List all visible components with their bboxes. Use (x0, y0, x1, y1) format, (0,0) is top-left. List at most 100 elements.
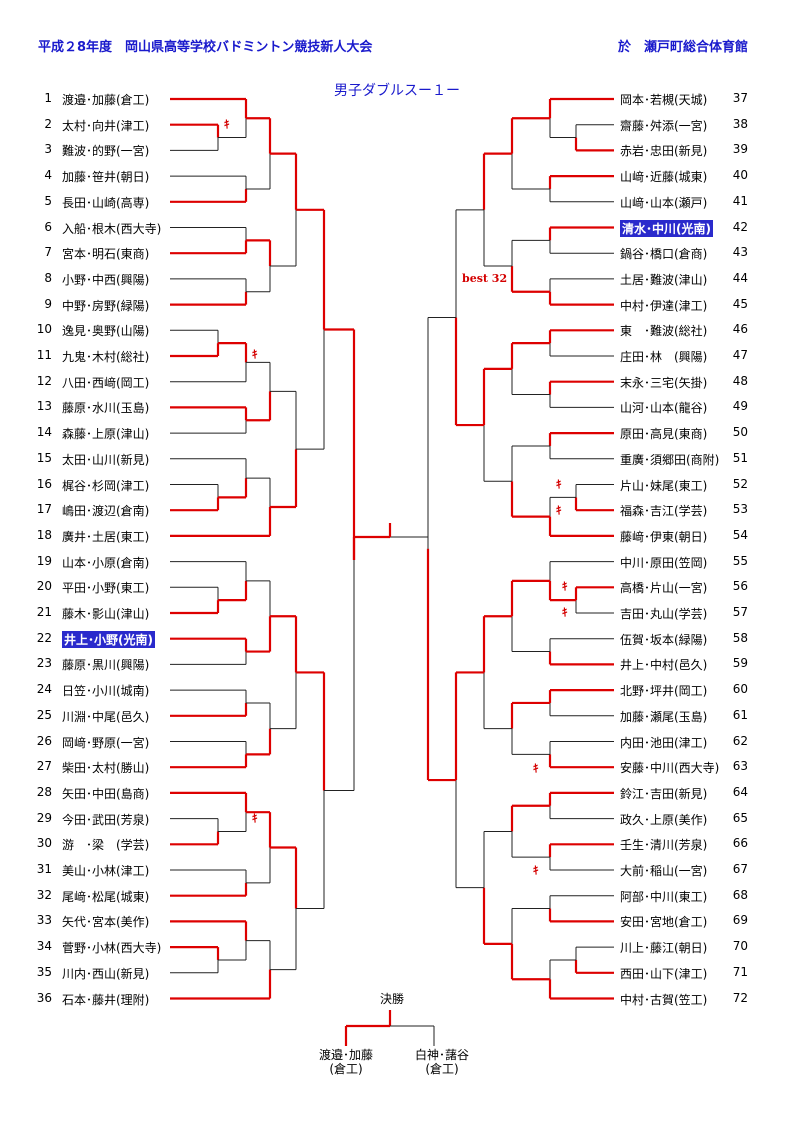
entry-number: 59 (732, 656, 748, 671)
entry-number: 21 (36, 605, 52, 619)
entry-number: 23 (36, 656, 52, 671)
final-left-school: (倉工) (329, 1062, 363, 1076)
entry-team: 菅野･小林(西大寺) (62, 941, 162, 956)
entry-number: 48 (732, 373, 748, 388)
entry-number: 72 (732, 990, 748, 1005)
entry-team: 東 ･難波(総社) (620, 324, 708, 339)
tick-mark: ｷ (562, 580, 568, 593)
entry-number: 66 (732, 836, 748, 851)
entry-number: 12 (36, 373, 52, 388)
entry-team: 廣井･土居(東工) (62, 529, 150, 544)
final-label: 決勝 (379, 992, 404, 1006)
entry-team: 加藤･笹井(朝日) (62, 170, 150, 185)
entry-team: 藤原･水川(玉島) (62, 401, 150, 416)
entry-number: 67 (732, 862, 748, 876)
entry-team: 安田･宮地(倉工) (620, 915, 708, 930)
entry-number: 42 (732, 219, 748, 234)
entry-team: 片山･妹尾(東工) (620, 478, 708, 493)
entry-team: 高橋･片山(一宮) (620, 581, 708, 596)
entry-number: 65 (732, 810, 748, 825)
entry-team: 鍋谷･橋口(倉商) (620, 247, 708, 262)
entry-number: 60 (732, 682, 748, 697)
entry-number: 44 (732, 270, 748, 285)
entry-team: 大前･稲山(一宮) (620, 864, 708, 878)
final-left-team: 渡邉･加藤 (倉工) (306, 1048, 386, 1076)
entry-team: 矢代･宮本(美作) (62, 915, 150, 930)
entry-number: 52 (732, 476, 748, 491)
entry-team: 太村･向井(津工) (62, 118, 150, 133)
tick-mark: ｷ (224, 118, 230, 131)
entry-number: 3 (44, 142, 52, 157)
entry-team: 鈴江･吉田(新見) (620, 786, 708, 801)
entry-team: 安藤･中川(西大寺) (620, 761, 720, 776)
entry-team: 太田･山川(新見) (62, 452, 150, 467)
entry-team: 梶谷･杉岡(津工) (62, 478, 150, 493)
entry-number: 69 (732, 913, 748, 928)
entry-number: 58 (732, 630, 748, 645)
tournament-title: 平成２8年度 岡山県高等学校バドミントン競技新人大会 (38, 40, 373, 55)
entry-number: 47 (732, 348, 748, 362)
entry-team: 八田･西﨑(岡工) (62, 375, 150, 390)
entry-team: 柴田･太村(勝山) (62, 761, 150, 776)
entry-number: 45 (732, 296, 748, 311)
entry-number: 9 (44, 296, 52, 311)
entry-number: 30 (36, 836, 52, 851)
entry-number: 4 (44, 168, 52, 183)
entry-number: 49 (732, 399, 748, 414)
tick-mark: ｷ (562, 606, 568, 619)
entry-team: 阿部･中川(東工) (620, 889, 708, 904)
entry-number: 32 (36, 887, 52, 902)
entry-team: 藤木･影山(津山) (62, 607, 150, 621)
entry-number: 5 (44, 193, 52, 208)
entry-team: 山本･小原(倉南) (62, 555, 150, 570)
entry-team: 政久･上原(美作) (620, 812, 708, 827)
entry-number: 64 (732, 784, 748, 799)
entry-number: 62 (732, 733, 748, 748)
entry-team: 中村･古賀(笠工) (620, 992, 708, 1007)
entry-number: 51 (732, 450, 748, 465)
entry-team: 難波･的野(一宮) (62, 144, 150, 159)
entry-team: 末永･三宅(矢掛) (620, 375, 708, 390)
entry-team: 加藤･瀬尾(玉島) (620, 709, 708, 724)
entry-number: 18 (36, 527, 52, 542)
entry-number: 63 (732, 759, 748, 774)
entry-number: 56 (732, 579, 748, 594)
entry-team: 矢田･中田(島商) (62, 786, 150, 801)
entry-number: 39 (732, 142, 748, 157)
entry-team: 岡本･若槻(天城) (620, 93, 708, 107)
entry-team: 渡邉･加藤(倉工) (62, 93, 150, 107)
entry-number: 33 (36, 913, 52, 928)
best-32-label: best 32 (462, 272, 508, 285)
entry-number: 17 (36, 502, 52, 517)
entry-team: 宮本･明石(東商) (62, 247, 150, 262)
tick-mark: ｷ (556, 478, 562, 491)
tick-mark: ｷ (533, 762, 539, 775)
entry-number: 28 (36, 784, 52, 799)
entry-number: 54 (732, 527, 748, 542)
entry-team: 壬生･清川(芳泉) (620, 838, 708, 853)
entry-number: 55 (732, 553, 748, 568)
tick-mark: ｷ (556, 504, 562, 517)
entry-team: 石本･藤井(理附) (62, 992, 150, 1007)
entry-team: 藤原･黒川(興陽) (62, 658, 150, 673)
entry-team: 中野･房野(緑陽) (62, 298, 150, 313)
entry-number: 27 (36, 759, 52, 774)
venue-label: 於 瀬戸町総合体育館 (617, 40, 748, 55)
entry-team: 小野･中西(興陽) (62, 272, 150, 287)
entry-number: 40 (732, 168, 748, 183)
entry-team: 内田･池田(津工) (620, 735, 708, 750)
entry-team: 平田･小野(東工) (62, 581, 150, 596)
entry-number: 53 (732, 502, 748, 517)
entry-number: 14 (36, 425, 52, 440)
entry-team: 重廣･須郷田(商附) (620, 452, 720, 467)
entry-team: 九鬼･木村(総社) (62, 350, 150, 364)
entry-number: 29 (36, 810, 52, 825)
entry-number: 13 (36, 399, 52, 414)
entry-number: 43 (732, 245, 748, 260)
entry-team: 山河･山本(龍谷) (620, 401, 708, 416)
entry-number: 25 (36, 707, 52, 722)
entry-number: 19 (36, 553, 52, 568)
entry-team: 土居･難波(津山) (620, 272, 708, 287)
bracket-title: 男子ダブルスー１ー (334, 83, 460, 99)
entry-number: 6 (44, 219, 52, 234)
